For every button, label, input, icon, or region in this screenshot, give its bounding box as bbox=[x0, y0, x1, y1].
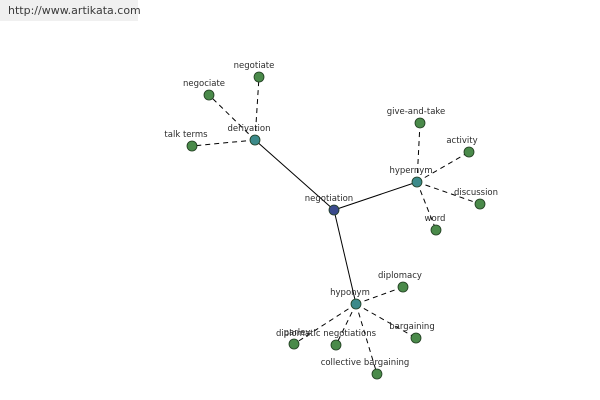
word-node-label-parley: parley bbox=[284, 328, 311, 338]
edge-derivation-negotiate bbox=[254, 76, 260, 141]
edge-hyponym-diplomatic-negotiations bbox=[335, 303, 357, 346]
word-node-label-discussion: discussion bbox=[454, 188, 498, 198]
edge-hypernym-give-and-take bbox=[416, 122, 421, 183]
edge-derivation-negociate bbox=[208, 94, 256, 141]
relation-node-label-derivation: derivation bbox=[227, 124, 270, 134]
word-node-discussion[interactable] bbox=[474, 198, 486, 210]
edge-hyponym-parley bbox=[293, 303, 357, 345]
edge-hyponym-collective-bargaining bbox=[355, 303, 378, 375]
graph-edges bbox=[191, 76, 481, 375]
word-node-bargaining[interactable] bbox=[410, 332, 422, 344]
relation-node-derivation[interactable] bbox=[249, 134, 261, 146]
relation-node-hypernym[interactable] bbox=[411, 176, 423, 188]
edge-hyponym-bargaining bbox=[355, 303, 417, 339]
edge-root-derivation bbox=[254, 139, 335, 211]
word-node-label-give-and-take: give-and-take bbox=[387, 107, 446, 117]
edge-derivation-talk-terms bbox=[191, 139, 256, 147]
edge-root-hyponym bbox=[333, 209, 357, 305]
word-node-negotiate[interactable] bbox=[253, 71, 265, 83]
relation-node-label-hyponym: hyponym bbox=[330, 288, 370, 298]
root-node-label: negotiation bbox=[305, 194, 353, 204]
word-node-label-activity: activity bbox=[446, 136, 477, 146]
word-node-diplomacy[interactable] bbox=[397, 281, 409, 293]
word-node-label-diplomatic-negotiations: diplomatic negotiations bbox=[276, 329, 377, 339]
word-node-give-and-take[interactable] bbox=[414, 117, 426, 129]
relation-node-hyponym[interactable] bbox=[350, 298, 362, 310]
word-node-collective-bargaining[interactable] bbox=[371, 368, 383, 380]
word-node-parley[interactable] bbox=[288, 338, 300, 350]
word-node-negociate[interactable] bbox=[203, 89, 215, 101]
word-node-label-negociate: negociate bbox=[183, 79, 225, 89]
word-node-label-bargaining: bargaining bbox=[389, 322, 434, 332]
root-node-negotiation[interactable] bbox=[328, 204, 340, 216]
word-node-label-word: word bbox=[425, 214, 446, 224]
edge-hypernym-activity bbox=[416, 151, 470, 183]
edge-hypernym-discussion bbox=[416, 181, 481, 205]
word-node-word[interactable] bbox=[430, 224, 442, 236]
graph-nodes: negotiation derivation negotiate negociate t… bbox=[164, 61, 498, 380]
word-node-talk-terms[interactable] bbox=[186, 140, 198, 152]
word-node-label-negotiate: negotiate bbox=[234, 61, 275, 71]
edge-root-hypernym bbox=[333, 181, 418, 211]
word-node-activity[interactable] bbox=[463, 146, 475, 158]
word-node-label-diplomacy: diplomacy bbox=[378, 271, 422, 281]
source-link[interactable]: http://www.artikata.com bbox=[8, 4, 141, 17]
relation-node-label-hypernym: hypernym bbox=[389, 166, 432, 176]
word-node-label-collective-bargaining: collective bargaining bbox=[321, 358, 410, 368]
word-node-diplomatic-negotiations[interactable] bbox=[330, 339, 342, 351]
word-node-label-talk-terms: talk terms bbox=[164, 130, 208, 140]
source-bar: http://www.artikata.com bbox=[0, 0, 141, 21]
